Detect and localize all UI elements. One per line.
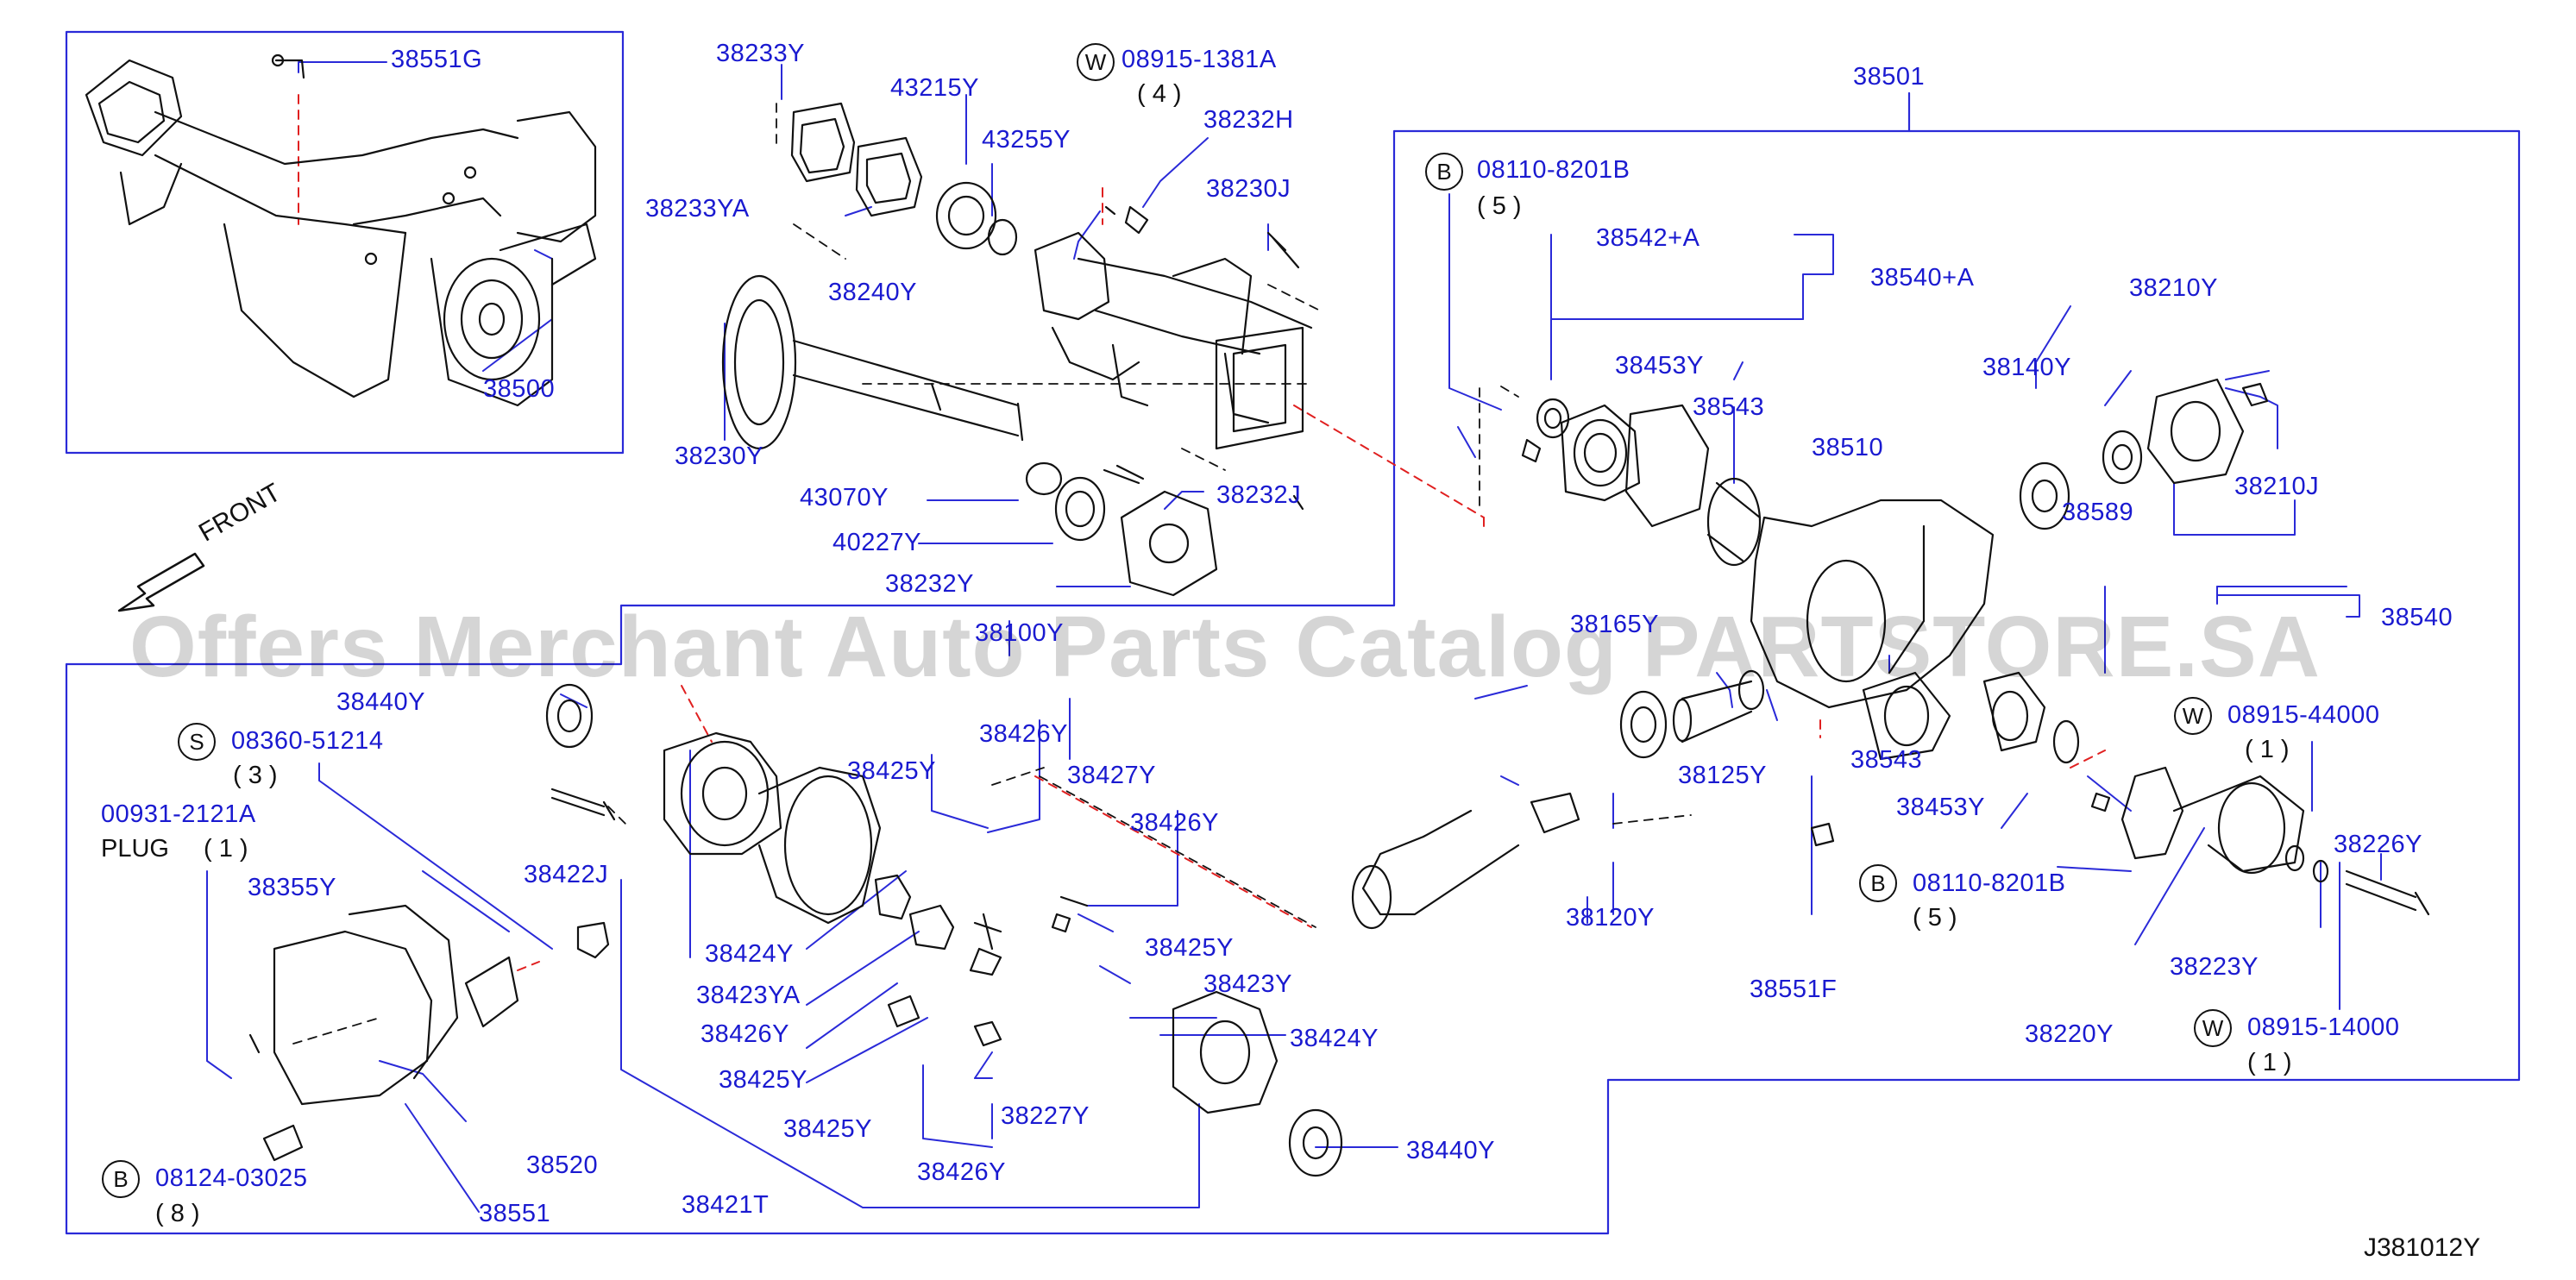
part-label-08110-8201B-top: 08110-8201B — [1477, 156, 1630, 184]
part-label-38426Y-3: 38426Y — [701, 1020, 789, 1048]
part-label-00931-2121A: 00931-2121A — [101, 800, 256, 828]
washer-badge-3: W — [2194, 1009, 2232, 1047]
part-label-38210Y: 38210Y — [2129, 274, 2218, 302]
part-label-38120Y: 38120Y — [1566, 904, 1655, 932]
part-label-38226Y: 38226Y — [2334, 831, 2422, 858]
screw-badge: S — [178, 723, 216, 761]
part-label-38520: 38520 — [526, 1151, 599, 1179]
part-label-38355Y: 38355Y — [248, 874, 336, 901]
part-label-43070Y: 43070Y — [800, 484, 889, 511]
part-label-38425Y-4: 38425Y — [783, 1115, 872, 1143]
part-label-38232H: 38232H — [1203, 106, 1294, 134]
part-label-38232Y: 38232Y — [885, 570, 974, 598]
part-label-38551G: 38551G — [391, 46, 483, 73]
part-label-38425Y-3: 38425Y — [719, 1066, 807, 1094]
bolt-badge-2: B — [1859, 864, 1897, 902]
qty-1-w1: ( 1 ) — [2245, 736, 2290, 763]
part-label-38233YA: 38233YA — [645, 195, 750, 223]
part-label-38543-top: 38543 — [1693, 393, 1765, 421]
washer-badge-2: W — [2174, 697, 2212, 735]
part-label-38425Y-1: 38425Y — [847, 757, 936, 785]
part-label-38440Y-right: 38440Y — [1406, 1137, 1495, 1164]
part-label-38230Y: 38230Y — [675, 442, 763, 470]
part-label-38100Y: 38100Y — [975, 619, 1064, 647]
part-label-38540-plus-A: 38540+A — [1870, 264, 1975, 292]
part-label-38421T: 38421T — [682, 1191, 770, 1219]
part-label-38230J: 38230J — [1206, 175, 1291, 203]
part-label-08360-51214: 08360-51214 — [231, 727, 384, 755]
part-label-38220Y: 38220Y — [2025, 1020, 2114, 1048]
part-label-38440Y-left: 38440Y — [336, 688, 425, 716]
part-label-38500: 38500 — [483, 375, 556, 403]
part-label-38424Y-2: 38424Y — [1290, 1025, 1379, 1052]
assembly-lines — [292, 103, 1692, 1045]
part-label-38501: 38501 — [1853, 63, 1926, 91]
part-label-38426Y-1: 38426Y — [979, 720, 1068, 748]
part-label-38423YA: 38423YA — [696, 982, 801, 1009]
part-label-38551F: 38551F — [1750, 976, 1838, 1003]
reference-code: J381012Y — [2364, 1233, 2481, 1262]
qty-4: ( 4 ) — [1137, 80, 1182, 108]
qty-3: ( 3 ) — [233, 762, 278, 789]
qty-1-plug: ( 1 ) — [204, 835, 248, 863]
part-label-38210J: 38210J — [2234, 473, 2320, 500]
part-label-38426Y-4: 38426Y — [917, 1158, 1006, 1186]
qty-5-top: ( 5 ) — [1477, 192, 1522, 220]
pinion-drawing — [1351, 669, 2430, 930]
carrier-assembly-drawing — [85, 53, 597, 407]
part-label-38551: 38551 — [479, 1200, 551, 1227]
part-label-38426Y-2: 38426Y — [1130, 809, 1219, 837]
qty-8: ( 8 ) — [155, 1200, 200, 1227]
part-label-38422J: 38422J — [524, 861, 609, 888]
part-label-08915-44000: 08915-44000 — [2227, 701, 2380, 729]
housing-drawing — [1521, 378, 2269, 709]
part-label-08915-1381A: 08915-1381A — [1122, 46, 1277, 73]
part-label-08110-8201B-bot: 08110-8201B — [1913, 869, 2066, 897]
differential-drawing — [248, 683, 1343, 1177]
part-label-38427Y: 38427Y — [1067, 762, 1156, 789]
part-label-38140Y: 38140Y — [1982, 354, 2071, 381]
part-label-38240Y: 38240Y — [828, 279, 917, 306]
part-label-38542-plus-A: 38542+A — [1596, 224, 1700, 252]
part-label-38424Y-1: 38424Y — [705, 940, 794, 968]
part-label-38543-bot: 38543 — [1850, 746, 1923, 774]
part-label-38227Y: 38227Y — [1001, 1102, 1090, 1130]
part-label-38165Y: 38165Y — [1570, 611, 1659, 638]
center-lines — [298, 94, 2106, 971]
watermark-text: Offers Merchant Auto Parts Catalog PARTS… — [129, 599, 2321, 695]
part-label-38423Y: 38423Y — [1203, 970, 1292, 998]
part-label-38510: 38510 — [1812, 434, 1884, 461]
bolt-badge-3: B — [102, 1160, 140, 1198]
part-label-38425Y-2: 38425Y — [1145, 934, 1234, 962]
part-label-38453Y-top: 38453Y — [1615, 352, 1704, 380]
part-label-38223Y: 38223Y — [2170, 953, 2259, 981]
part-label-38453Y-bot: 38453Y — [1896, 794, 1985, 821]
part-label-38233Y: 38233Y — [716, 40, 805, 67]
part-label-38540: 38540 — [2381, 604, 2453, 631]
part-label-08124-03025: 08124-03025 — [155, 1164, 308, 1192]
part-label-08915-14000: 08915-14000 — [2247, 1013, 2400, 1041]
part-label-38232J: 38232J — [1216, 481, 1302, 509]
part-label-40227Y: 40227Y — [832, 529, 921, 556]
qty-1-w2: ( 1 ) — [2247, 1049, 2292, 1076]
front-arrow-icon — [117, 552, 205, 612]
part-label-43255Y: 43255Y — [982, 126, 1071, 154]
qty-5-bot: ( 5 ) — [1913, 904, 1957, 932]
bolt-badge: B — [1425, 153, 1463, 191]
part-label-38125Y: 38125Y — [1678, 762, 1767, 789]
plug-label: PLUG — [101, 835, 169, 863]
part-label-43215Y: 43215Y — [890, 74, 979, 102]
washer-badge: W — [1077, 43, 1115, 81]
part-label-38589: 38589 — [2062, 499, 2134, 526]
axle-tube-drawing — [721, 102, 1313, 597]
frame-lines — [65, 30, 2521, 1235]
